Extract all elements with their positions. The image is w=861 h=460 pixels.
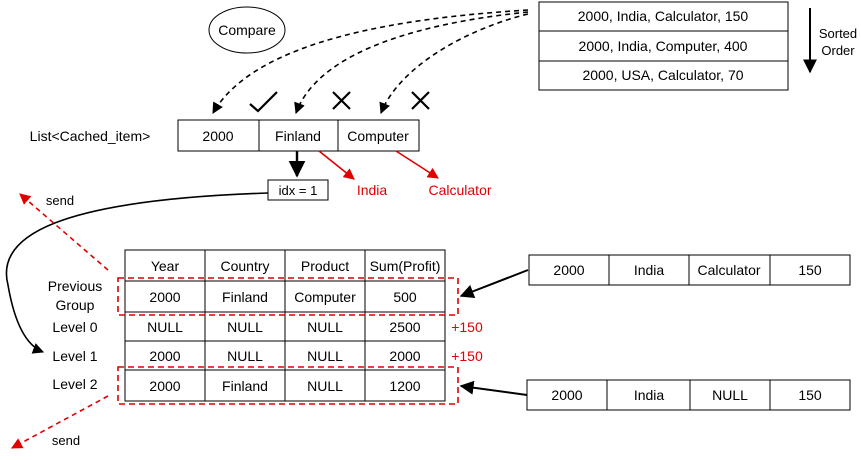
row-label: Level 1 [52, 348, 97, 364]
cached-cell: Computer [347, 128, 409, 144]
level2-update-row: 2000 India NULL 150 [526, 379, 851, 411]
update-cell: 150 [798, 387, 822, 403]
table-cell: Finland [222, 378, 268, 394]
table-header: Product [301, 258, 349, 274]
table-cell: NULL [147, 319, 183, 335]
send-label: send [52, 433, 80, 448]
send-label: send [46, 193, 74, 208]
sorted-order-label: Sorted [819, 26, 857, 41]
table-cell: NULL [307, 378, 343, 394]
update-cell: 2000 [551, 387, 582, 403]
idx-to-level-arrow [5, 192, 269, 354]
table-cell: NULL [227, 319, 263, 335]
sum-delta: +150 [451, 348, 483, 364]
new-group-cell: 150 [798, 262, 822, 278]
new-group-cell: India [634, 262, 665, 278]
table-cell: Finland [222, 289, 268, 305]
idx-box: idx = 1 [267, 179, 329, 201]
table-cell: 1200 [389, 378, 420, 394]
sorted-order-label: Order [821, 43, 855, 58]
row-label: Group [56, 297, 95, 313]
compare-node: Compare [208, 6, 286, 54]
table-cell: NULL [227, 348, 263, 364]
replacement-label: Calculator [428, 182, 491, 198]
row-label: Previous [48, 278, 102, 294]
table-cell: Computer [294, 289, 356, 305]
send-arrow [19, 193, 109, 271]
previous-group-highlight [117, 277, 459, 316]
update-cell: NULL [712, 387, 748, 403]
compare-arrows [212, 9, 529, 115]
cached-cell: Finland [275, 128, 321, 144]
send-arrow [11, 395, 109, 449]
sum-delta: +150 [451, 319, 483, 335]
sorted-row: 2000, India, Calculator, 150 [578, 8, 749, 24]
check-icon [249, 91, 278, 113]
replacement-arrows [318, 150, 439, 180]
update-cell: India [634, 387, 665, 403]
cross-icon [411, 91, 430, 110]
table-cell: 500 [393, 289, 417, 305]
table-header: Country [220, 258, 269, 274]
sorted-input-table: 2000, India, Calculator, 150 2000, India… [538, 1, 789, 91]
row-label: Level 2 [52, 376, 97, 392]
table-cell: 2000 [149, 289, 180, 305]
sorted-order-indicator: Sorted Order [803, 8, 857, 74]
table-header: Sum(Profit) [370, 258, 441, 274]
new-group-arrow [459, 269, 529, 298]
new-group-cell: 2000 [553, 262, 584, 278]
cross-icon [332, 91, 351, 110]
idx-label: idx = 1 [279, 183, 318, 198]
table-cell: 2500 [389, 319, 420, 335]
cached-list-label: List<Cached_item> [30, 128, 151, 144]
sorted-row: 2000, India, Computer, 400 [579, 38, 748, 54]
sorted-row: 2000, USA, Calculator, 70 [582, 67, 743, 83]
cached-cell: 2000 [202, 128, 233, 144]
level2-highlight [117, 366, 459, 405]
row-label: Level 0 [52, 319, 97, 335]
table-cell: 2000 [389, 348, 420, 364]
table-cell: NULL [307, 319, 343, 335]
level2-update-arrow [459, 380, 528, 396]
replacement-label: India [357, 182, 388, 198]
table-cell: 2000 [149, 378, 180, 394]
table-cell: 2000 [149, 348, 180, 364]
new-group-row: 2000 India Calculator 150 [528, 254, 851, 286]
table-cell: NULL [307, 348, 343, 364]
compare-label: Compare [218, 22, 276, 38]
table-header: Year [151, 258, 180, 274]
group-table: Year Country Product Sum(Profit) 2000 Fi… [124, 249, 446, 402]
new-group-cell: Calculator [697, 262, 760, 278]
cached-list: 2000 Finland Computer [177, 119, 420, 152]
